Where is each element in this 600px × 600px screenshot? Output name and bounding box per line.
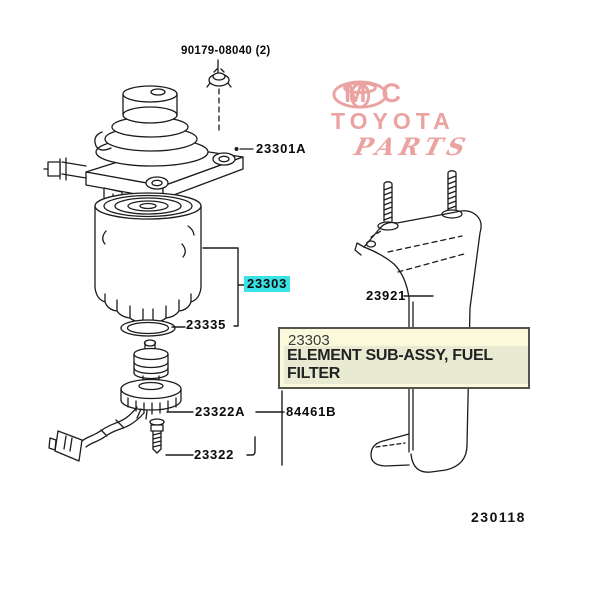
drain-plug-drawing xyxy=(149,418,165,454)
leader-lines xyxy=(165,247,434,466)
part-label-23335[interactable]: 23335 xyxy=(186,317,227,332)
part-label-23921[interactable]: 23921 xyxy=(366,288,407,303)
part-label-23322A[interactable]: 23322A xyxy=(195,404,246,419)
part-label-23301A[interactable]: 23301A xyxy=(256,141,307,156)
figure-code: 230118 xyxy=(471,509,526,525)
part-tooltip: 23303 ELEMENT SUB-ASSY, FUEL FILTER xyxy=(278,327,530,389)
harness-drawing xyxy=(48,406,145,462)
part-label-90179-08040[interactable]: 90179-08040 (2) xyxy=(181,45,271,57)
tooltip-part-number: 23303 xyxy=(288,332,330,349)
part-label-23322[interactable]: 23322 xyxy=(194,447,235,462)
sensor-drawing xyxy=(120,339,182,420)
part-label-23303-selected[interactable]: 23303 xyxy=(244,276,291,292)
gasket-drawing xyxy=(120,319,176,337)
bracket-drawing xyxy=(354,170,482,473)
nut-drawing xyxy=(206,59,232,133)
filter-element-drawing xyxy=(94,192,202,324)
filter-head-drawing xyxy=(43,85,254,209)
part-label-84461B[interactable]: 84461B xyxy=(286,404,337,419)
tooltip-description: ELEMENT SUB-ASSY, FUEL FILTER xyxy=(284,346,528,384)
